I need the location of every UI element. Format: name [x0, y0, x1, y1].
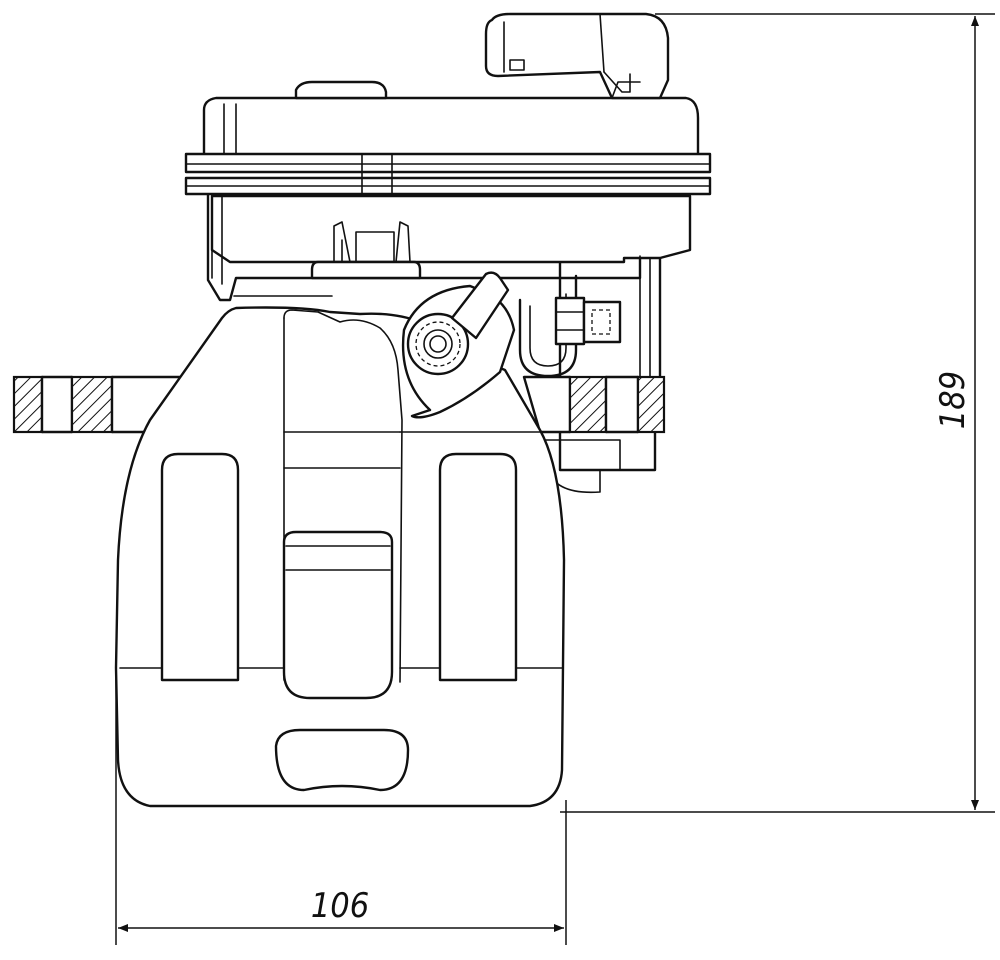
- connector-latch: [509, 59, 525, 71]
- caliper-window-right: [438, 452, 518, 682]
- sensor-clip-block: [355, 231, 395, 263]
- sensor-clip-base: [310, 260, 422, 280]
- bleed-screw-assembly: [518, 274, 622, 378]
- sensor-clip: [233, 221, 422, 297]
- housing-side-lines: [211, 195, 223, 285]
- bracket-hatch-left-outer: [12, 375, 44, 434]
- hose-clip-inner: [529, 293, 567, 367]
- bracket-bolt-hole-left: [40, 375, 74, 434]
- bleed-screw-cap: [582, 300, 622, 344]
- bleed-screw-body: [554, 296, 586, 346]
- bracket-hatch-right-inner: [568, 375, 608, 434]
- guide-pin-lever: [450, 271, 510, 340]
- caliper-pad-window: [282, 530, 394, 700]
- caliper-bottom-slot: [274, 728, 410, 792]
- height-dimension-label: 189: [933, 371, 973, 429]
- vertical-dimension: 189: [560, 13, 995, 813]
- housing-mid-section: [210, 194, 692, 264]
- bracket-hatch-right-outer: [636, 375, 666, 434]
- housing-right-lines: [639, 255, 651, 381]
- connector-clip: [603, 71, 631, 93]
- electrical-connector: [484, 12, 670, 100]
- connector-lock: [611, 81, 641, 99]
- bracket-hatch-left-inner: [70, 375, 114, 434]
- guide-pin-center: [429, 335, 447, 353]
- sensor-clip-right-leg: [395, 221, 411, 263]
- caliper-window-left: [160, 452, 240, 682]
- cover-cap: [294, 80, 388, 100]
- connector-body: [484, 12, 670, 100]
- guide-pin-outer-ring: [406, 312, 470, 376]
- guide-pin-inner-ring: [423, 329, 453, 359]
- bleed-screw-thread: [591, 309, 611, 335]
- bracket-bolt-hole-right: [604, 375, 640, 434]
- hose-clip-outer: [518, 274, 578, 378]
- flange-band-upper: [184, 152, 712, 174]
- housing-cover: [202, 96, 700, 160]
- sensor-clip-left-leg: [333, 221, 351, 263]
- connector-seam: [599, 13, 605, 73]
- caliper-outline: [114, 306, 566, 808]
- guide-pin-assembly: [401, 271, 516, 419]
- actuator-housing: [184, 80, 712, 472]
- caliper-body: [114, 306, 566, 808]
- caliper-center-channel-right: [283, 309, 403, 683]
- width-dimension-label: 106: [311, 886, 369, 926]
- guide-pin-thread: [415, 321, 461, 367]
